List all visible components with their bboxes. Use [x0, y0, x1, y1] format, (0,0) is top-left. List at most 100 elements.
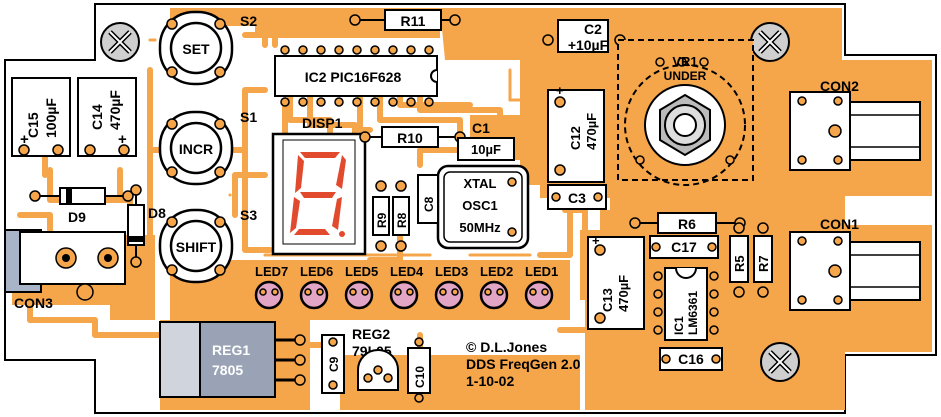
- led-7: LED7: [254, 264, 288, 310]
- led-3: LED3: [434, 264, 468, 310]
- c1-value: 10µF: [471, 142, 501, 157]
- xtal-label: XTAL: [464, 176, 497, 191]
- led-6-label: LED6: [300, 264, 333, 279]
- disp1-label: DISP1: [302, 115, 343, 131]
- seven-segment-digit: [290, 152, 346, 237]
- switch-s3-label: SHIFT: [176, 239, 217, 255]
- c14-plus: +: [118, 131, 127, 148]
- reg1-ref: REG1: [212, 342, 250, 358]
- screw-top-right: [750, 22, 790, 62]
- switch-s1[interactable]: INCR S1: [158, 109, 257, 186]
- led-7-label: LED7: [255, 264, 288, 279]
- switch-s2-ref: S2: [240, 13, 257, 29]
- r9-label: R9: [375, 212, 389, 228]
- capacitor-c9: C9: [321, 334, 345, 394]
- c15-plus: +: [20, 131, 29, 148]
- switch-s3[interactable]: SHIFT S3: [158, 207, 257, 284]
- c17-label: C17: [671, 239, 697, 255]
- vr1-ref: VR1: [672, 54, 697, 69]
- r6-label: R6: [678, 216, 696, 232]
- r5-label: R5: [732, 255, 747, 272]
- c13-plus: +: [592, 233, 600, 248]
- r7-label: R7: [756, 255, 771, 272]
- c12-ref: C12: [568, 126, 583, 150]
- board-title: DDS FreqGen 2.0: [466, 356, 581, 372]
- capacitor-c3: C3: [547, 184, 607, 210]
- vr1-potentiometer[interactable]: VR1 UNDER: [617, 39, 754, 186]
- capacitor-c17: C17: [649, 235, 719, 259]
- resistor-r7: R7: [753, 222, 773, 298]
- con1-label: CON1: [820, 216, 859, 232]
- board-date: 1-10-02: [466, 373, 514, 389]
- led-5-label: LED5: [345, 264, 378, 279]
- display-disp1: DISP1: [271, 115, 367, 256]
- con2-label: CON2: [820, 78, 859, 94]
- switch-s1-label: INCR: [179, 141, 213, 157]
- c15-ref: C15: [25, 112, 41, 138]
- ic2-label: IC2 PIC16F628: [305, 69, 402, 85]
- ic1-ref: IC1: [672, 316, 686, 335]
- resistor-r11: R11: [349, 9, 461, 31]
- c16-label: C16: [678, 351, 704, 367]
- regulator-reg1: REG1 7805: [159, 321, 306, 398]
- screw-top-left: [100, 22, 140, 62]
- reg1-value: 7805: [212, 362, 243, 378]
- vr1-note: UNDER: [664, 69, 707, 83]
- switch-s3-ref: S3: [240, 207, 257, 223]
- oscillator-osc1: XTAL OSC1 50MHz: [436, 164, 530, 250]
- ic2-pic16f628: IC2 PIC16F628: [274, 45, 438, 107]
- led-3-label: LED3: [435, 264, 468, 279]
- switch-s1-ref: S1: [240, 109, 257, 125]
- capacitor-c2: C2 +10µF: [542, 19, 626, 53]
- switch-s2-label: SET: [182, 41, 210, 57]
- r10-label: R10: [397, 130, 423, 146]
- ic1-lm6361: IC1 LM6361: [653, 267, 719, 341]
- c2-ref: C2: [584, 21, 602, 37]
- led-4-label: LED4: [390, 264, 424, 279]
- led-1-label: LED1: [525, 264, 558, 279]
- c9-label: C9: [327, 356, 341, 372]
- c13-ref: C13: [600, 288, 615, 312]
- led-5: LED5: [344, 264, 378, 310]
- led-row: LED7 LED6 LED5 LED4 LED3 LED2: [254, 264, 558, 310]
- connector-con3[interactable]: CON3: [4, 229, 126, 311]
- c10-label: C10: [413, 366, 427, 388]
- c12-value: 470µF: [584, 113, 599, 150]
- board-author: © D.L.Jones: [466, 339, 547, 355]
- capacitor-c10: C10: [407, 337, 431, 403]
- switch-s2[interactable]: SET S2: [158, 10, 257, 86]
- d8-label: D8: [148, 205, 166, 221]
- reg2-ref: REG2: [352, 326, 390, 342]
- led-4: LED4: [389, 264, 424, 310]
- resistor-r9: R9: [372, 180, 390, 252]
- r11-label: R11: [401, 13, 426, 29]
- board-credits: © D.L.Jones DDS FreqGen 2.0 1-10-02: [466, 339, 581, 389]
- capacitor-c8: C8: [417, 174, 439, 224]
- capacitor-c13: + C13 470µF: [587, 233, 645, 330]
- c15-value: 100µF: [43, 98, 59, 138]
- led-2-label: LED2: [480, 264, 513, 279]
- led-1: LED1: [524, 264, 558, 310]
- con3-label: CON3: [14, 295, 53, 311]
- resistor-r5: R5: [729, 222, 749, 298]
- c1-ref: C1: [472, 120, 490, 136]
- resistor-r8: R8: [392, 180, 410, 252]
- ic1-value: LM6361: [686, 291, 700, 335]
- c13-value: 470µF: [616, 275, 631, 312]
- regulator-reg2: REG2 79L05: [352, 326, 399, 391]
- capacitor-c12: + C12 470µF: [547, 83, 605, 183]
- capacitor-c15: + C15 100µF: [11, 77, 71, 157]
- capacitor-c14: + C14 470µF: [77, 77, 137, 157]
- c3-label: C3: [568, 190, 586, 206]
- capacitor-c16: C16: [659, 347, 723, 371]
- c14-ref: C14: [89, 104, 105, 130]
- connector-con2[interactable]: CON2: [789, 78, 921, 171]
- c2-value: +10µF: [568, 37, 609, 53]
- connector-con1[interactable]: CON1: [789, 216, 921, 311]
- c14-value: 470µF: [107, 90, 123, 130]
- screw-bottom-right: [760, 342, 800, 382]
- r8-label: R8: [395, 212, 409, 228]
- led-2: LED2: [479, 264, 513, 310]
- capacitor-c1: C1 10µF: [457, 120, 515, 161]
